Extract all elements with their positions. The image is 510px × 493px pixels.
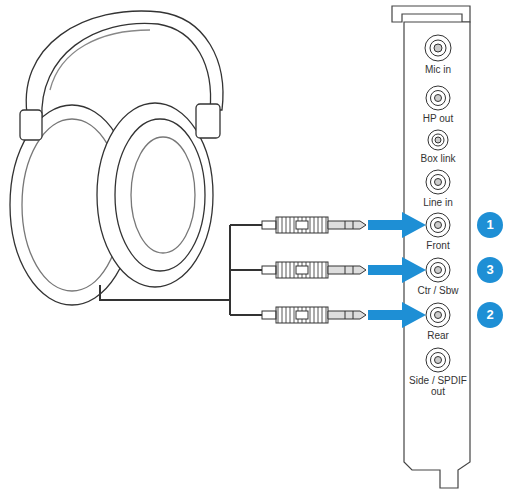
sound-card-bracket xyxy=(392,6,470,488)
ear-cup-front xyxy=(97,103,220,287)
port-label: Rear xyxy=(405,330,471,341)
port-label: Side / SPDIF out xyxy=(405,375,471,397)
port-label: Mic in xyxy=(405,64,471,75)
callout-circle: 2 xyxy=(477,302,503,328)
port-label: HP out xyxy=(405,113,471,124)
insert-arrows xyxy=(368,212,426,328)
callout-number: 3 xyxy=(477,257,503,283)
port-label: Box link xyxy=(405,153,471,164)
cable xyxy=(100,225,262,315)
port-label: Line in xyxy=(405,197,471,208)
callout-circle: 1 xyxy=(477,212,503,238)
port-label: Front xyxy=(405,240,471,251)
callout-number: 1 xyxy=(477,212,503,238)
callout-circle: 3 xyxy=(477,257,503,283)
audio-plugs xyxy=(262,217,366,323)
callout-number: 2 xyxy=(477,302,503,328)
port-label: Ctr / Sbw xyxy=(405,285,471,296)
headband xyxy=(26,11,223,120)
